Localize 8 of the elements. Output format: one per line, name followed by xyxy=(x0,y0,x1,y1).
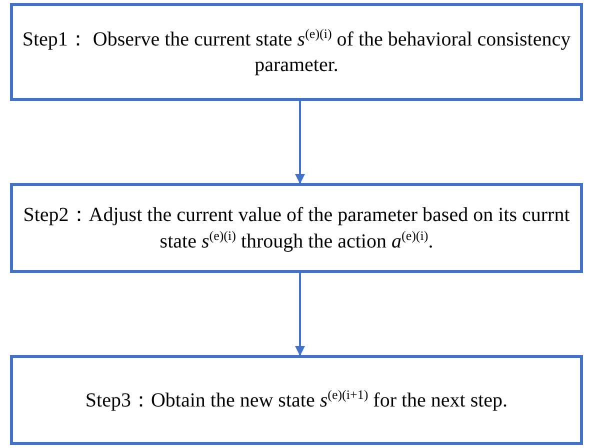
step-box xyxy=(10,183,583,273)
step-box xyxy=(10,3,583,101)
step-box xyxy=(10,355,583,445)
step-text: Step1： Observe the current state s$^{(e)(i)}$ of the behavioral consistency parameter. xyxy=(21,26,572,78)
arrow xyxy=(295,273,305,356)
step-text: Step3：Obtain the new state s$^{(e)(i+1)}$ for the next step. xyxy=(85,386,508,414)
arrow xyxy=(295,101,305,184)
step-text: Step2：Adjust the current value of the parameter based on its currnt state s$^{(e)(i)}$ through the action a$^{(e)(i)}$. xyxy=(22,202,571,254)
